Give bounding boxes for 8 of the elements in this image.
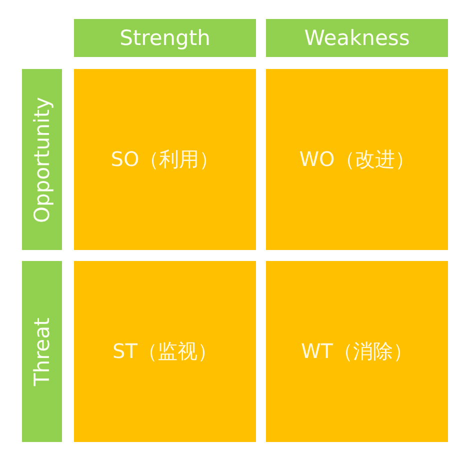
quadrant-box: WO（改进） — [266, 69, 448, 250]
quadrant-box: WT（消除） — [266, 261, 448, 442]
quadrant-box: ST（监视） — [74, 261, 256, 442]
row-header: Opportunity — [22, 69, 62, 250]
quadrant-box: SO（利用） — [74, 69, 256, 250]
column-header: Weakness — [266, 19, 448, 57]
row-header: Threat — [22, 261, 62, 442]
column-header: Strength — [74, 19, 256, 57]
